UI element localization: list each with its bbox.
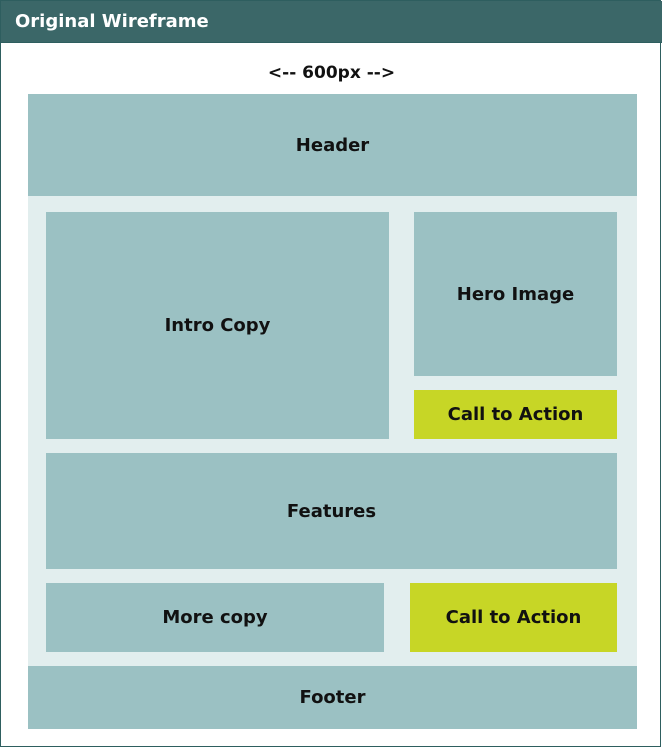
hero-image-block: Hero Image bbox=[414, 212, 617, 376]
hero-image-label: Hero Image bbox=[456, 283, 575, 305]
header-label: Header bbox=[295, 134, 370, 156]
call-to-action-top-label: Call to Action bbox=[447, 404, 584, 425]
features-label: Features bbox=[286, 500, 377, 522]
footer-label: Footer bbox=[299, 687, 366, 708]
intro-copy-block: Intro Copy bbox=[46, 212, 389, 439]
footer-block: Footer bbox=[28, 666, 637, 729]
width-annotation: <-- 600px --> bbox=[267, 63, 396, 83]
call-to-action-bottom-label: Call to Action bbox=[445, 607, 582, 628]
window-title: Original Wireframe bbox=[1, 1, 662, 43]
intro-copy-label: Intro Copy bbox=[164, 315, 271, 336]
features-block: Features bbox=[46, 453, 617, 569]
more-copy-label: More copy bbox=[162, 607, 268, 628]
header-block: Header bbox=[28, 94, 637, 196]
more-copy-block: More copy bbox=[46, 583, 384, 652]
call-to-action-top: Call to Action bbox=[414, 390, 617, 439]
call-to-action-bottom: Call to Action bbox=[410, 583, 617, 652]
